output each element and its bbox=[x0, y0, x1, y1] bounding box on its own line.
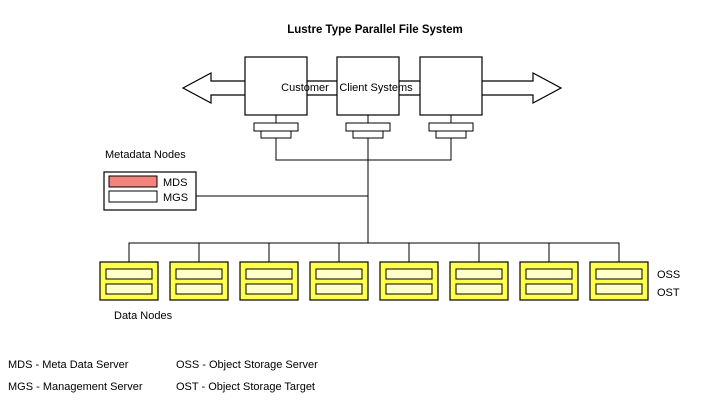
customer-label: Customer bbox=[281, 82, 329, 94]
legend-oss: OSS - Object Storage Server bbox=[176, 359, 318, 371]
data-node-4 bbox=[309, 261, 369, 301]
client-trunk-connector bbox=[275, 138, 452, 243]
legend-mgs: MGS - Management Server bbox=[8, 381, 143, 393]
data-node-6 bbox=[449, 261, 509, 301]
data-node-2 bbox=[169, 261, 229, 301]
client-box-3 bbox=[419, 56, 483, 116]
mgs-swatch bbox=[108, 190, 158, 203]
legend-mds: MDS - Meta Data Server bbox=[8, 359, 129, 371]
metadata-section-label: Metadata Nodes bbox=[105, 149, 186, 161]
data-bus bbox=[128, 242, 620, 262]
mgs-label: MGS bbox=[163, 192, 188, 204]
data-node-7 bbox=[519, 261, 579, 301]
data-node-8 bbox=[589, 261, 649, 301]
data-nodes-label: Data Nodes bbox=[114, 310, 173, 322]
client-pedestal-3 bbox=[428, 114, 474, 139]
mds-swatch bbox=[108, 175, 158, 188]
legend-ost: OST - Object Storage Target bbox=[176, 381, 315, 393]
data-node-3 bbox=[239, 261, 299, 301]
mds-label: MDS bbox=[163, 177, 187, 189]
client-pedestal-1 bbox=[253, 114, 299, 139]
data-node-5 bbox=[379, 261, 439, 301]
diagram-title: Lustre Type Parallel File System bbox=[287, 24, 463, 36]
ost-label: OST bbox=[657, 287, 680, 299]
client-pedestal-2 bbox=[345, 114, 391, 139]
oss-label: OSS bbox=[657, 269, 680, 281]
client-systems-label: Client Systems bbox=[339, 82, 413, 94]
client-box-2 bbox=[336, 56, 400, 116]
data-node-1 bbox=[99, 261, 159, 301]
